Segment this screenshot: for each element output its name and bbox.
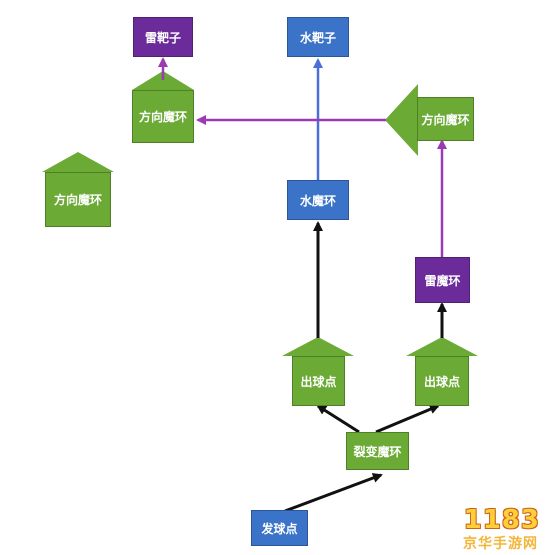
up-arrow-shape-exit-left [282,337,354,356]
node-dir-lone: 方向魔环 [45,172,111,227]
node-exit-left: 出球点 [292,356,345,406]
up-arrow-shape-exit-right [406,337,478,356]
node-water-ring: 水魔环 [287,180,349,220]
up-arrow-shape-dir-left [132,71,194,90]
left-arrow-shape-dir-right [385,84,418,156]
arrow-split-to-exit-right [375,404,440,434]
node-split-ring: 裂变魔环 [346,432,409,470]
watermark-number: 1183 [463,505,540,535]
up-arrow-shape-dir-lone [42,152,114,172]
arrow-split-to-exit-left [316,404,360,434]
arrow-launch-to-split [284,473,383,513]
node-thunder-target: 雷靶子 [133,17,193,57]
watermark-text: 京华手游网 [463,536,538,552]
node-exit-right: 出球点 [415,356,469,406]
node-launch: 发球点 [251,510,308,546]
node-dir-right: 方向魔环 [417,97,474,141]
node-water-target: 水靶子 [287,17,349,57]
node-dir-left: 方向魔环 [132,90,194,143]
node-thunder-ring: 雷魔环 [415,257,470,303]
